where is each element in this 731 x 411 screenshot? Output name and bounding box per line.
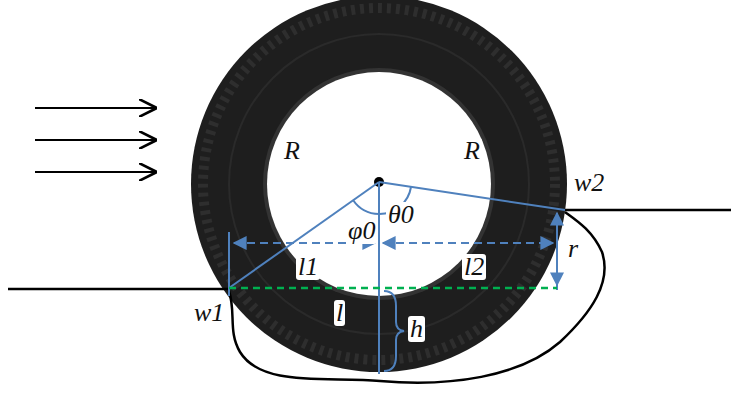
dimension-label: r [566,236,580,262]
dimension-label: w2 [572,170,606,196]
dimension-label: R [462,138,482,164]
geometry-lines [229,182,565,374]
dimension-label: R [282,138,302,164]
chord-line [229,287,557,290]
dimension-label: φ0 [346,218,377,244]
ground [8,210,731,383]
dimension-label: l2 [462,254,486,280]
dimension-label: h [408,316,425,342]
dimension-label: θ0 [386,202,416,228]
dimension-label: l [334,300,345,326]
dimension-label: l1 [296,254,320,280]
dimension-label: w1 [192,300,226,326]
wind-arrows [35,108,155,172]
